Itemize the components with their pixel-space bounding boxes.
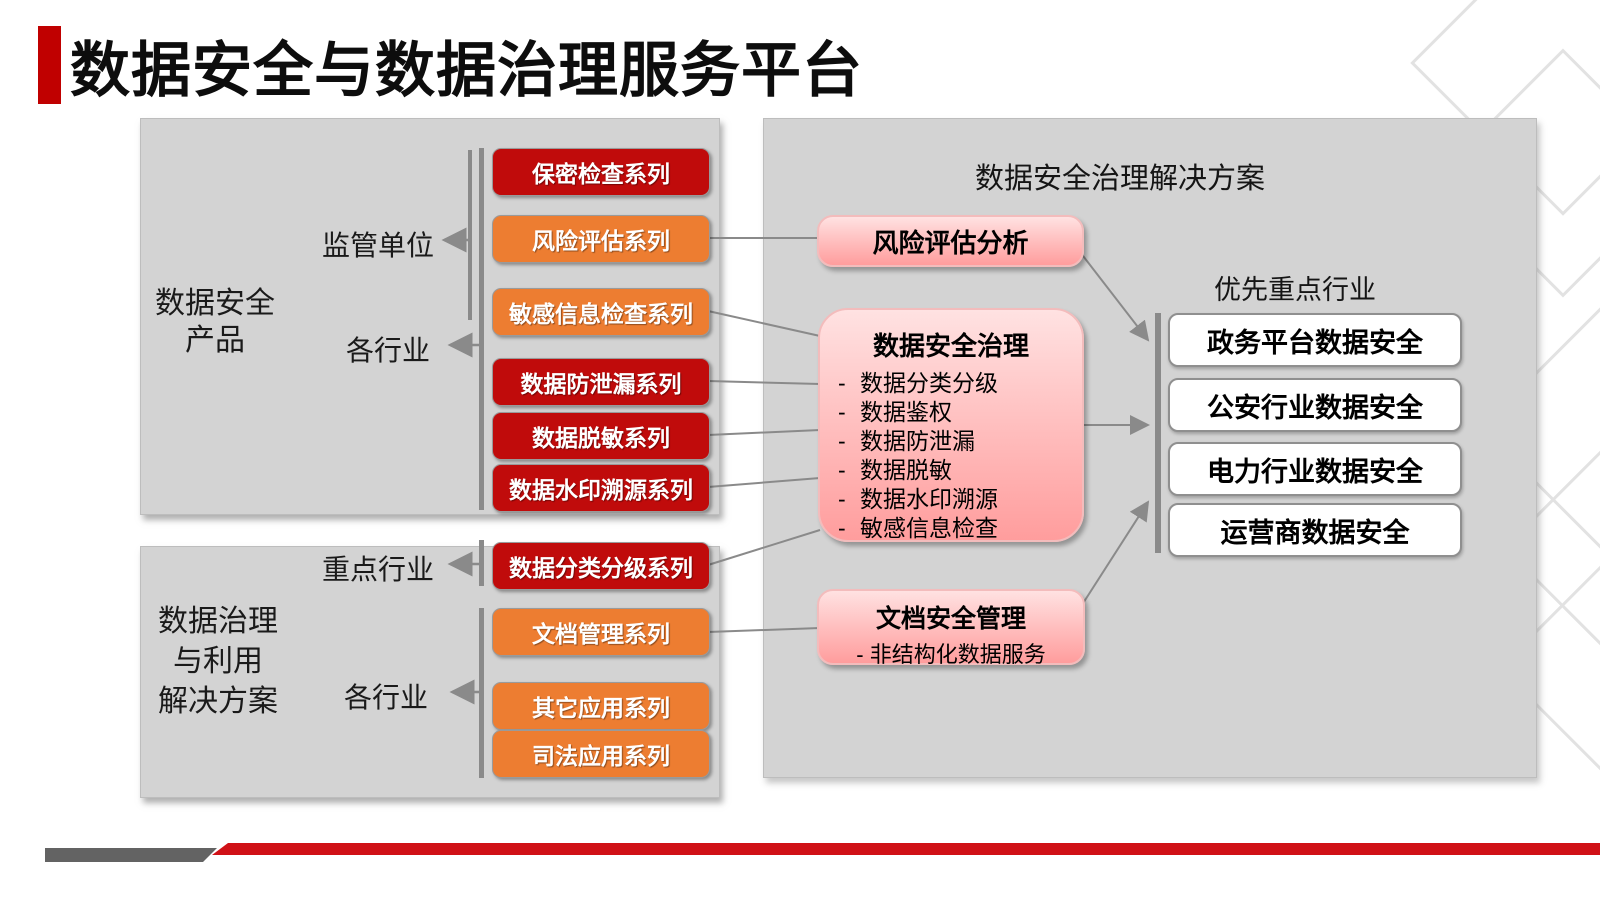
series-button-fengxian: 风险评估系列 [492, 215, 710, 263]
bullet: - [838, 457, 846, 483]
list-item: -数据分类分级 [838, 369, 1082, 398]
bullet: - [838, 428, 846, 454]
bracket-bar-security-all [479, 148, 484, 510]
tag-regulators: 监管单位 [322, 230, 435, 261]
data-governance-box-title: 数据安全治理 [872, 331, 1029, 361]
title-accent-bar [38, 26, 61, 104]
series-button-minganxinxi: 敏感信息检查系列 [492, 288, 710, 336]
governance-label-line3: 解决方案 [158, 685, 278, 718]
industry-box-label: 公安行业数据安全 [1207, 392, 1423, 423]
governance-label-line1: 数据治理 [158, 605, 278, 638]
bracket-bar-regulators [468, 150, 472, 320]
list-item: -数据脱敏 [838, 456, 1082, 485]
page-title: 数据安全与数据治理服务平台 [70, 37, 863, 104]
series-button-baomi: 保密检查系列 [492, 148, 710, 196]
bullet: - [838, 370, 846, 396]
tag-industries-upper: 各行业 [346, 335, 431, 366]
series-button-label: 其它应用系列 [532, 695, 670, 721]
list-item: - 非结构化数据服务 [819, 637, 1083, 669]
risk-analysis-box: 风险评估分析 [817, 215, 1084, 267]
industry-box-operator: 运营商数据安全 [1168, 503, 1462, 557]
series-button-label: 司法应用系列 [532, 743, 670, 769]
list-item: -数据防泄漏 [838, 427, 1082, 456]
industry-box-police: 公安行业数据安全 [1168, 378, 1462, 432]
data-governance-list: -数据分类分级 -数据鉴权 -数据防泄漏 -数据脱敏 -数据水印溯源 -敏感信息… [820, 369, 1082, 543]
bullet: - [838, 486, 846, 512]
industry-box-government: 政务平台数据安全 [1168, 313, 1462, 367]
bullet: - [856, 642, 864, 667]
industry-box-power: 电力行业数据安全 [1168, 442, 1462, 496]
bullet: - [838, 515, 846, 541]
series-button-fenleifenji: 数据分类分级系列 [492, 542, 710, 590]
industry-box-label: 运营商数据安全 [1220, 517, 1410, 548]
series-button-label: 文档管理系列 [532, 621, 670, 647]
governance-label-line2: 与利用 [173, 645, 263, 678]
series-button-label: 数据水印溯源系列 [509, 477, 693, 503]
risk-analysis-label: 风险评估分析 [872, 227, 1029, 258]
series-button-shuiyin: 数据水印溯源系列 [492, 464, 710, 512]
list-item-text: 非结构化数据服务 [869, 642, 1046, 667]
series-button-sifa: 司法应用系列 [492, 730, 710, 778]
series-button-wendang: 文档管理系列 [492, 608, 710, 656]
tag-industries-lower: 各行业 [344, 682, 429, 713]
series-button-tuomin: 数据脱敏系列 [492, 412, 710, 460]
list-item: -敏感信息检查 [838, 514, 1082, 543]
bracket-bar-governance-all [479, 608, 484, 778]
industry-box-label: 电力行业数据安全 [1207, 456, 1423, 487]
series-button-label: 敏感信息检查系列 [509, 301, 693, 327]
series-button-qita: 其它应用系列 [492, 682, 710, 730]
data-governance-box: 数据安全治理 -数据分类分级 -数据鉴权 -数据防泄漏 -数据脱敏 -数据水印溯… [818, 308, 1084, 542]
bullet: - [838, 399, 846, 425]
security-products-label: 数据安全 产品 [120, 285, 310, 359]
document-security-box-title: 文档安全管理 [875, 605, 1026, 633]
security-products-label-line1: 数据安全 [155, 287, 275, 320]
footer-gray-stripe [45, 848, 217, 862]
solution-panel-title: 数据安全治理解决方案 [974, 163, 1265, 195]
list-item-text: 数据防泄漏 [860, 428, 975, 454]
series-button-label: 保密检查系列 [532, 161, 670, 187]
governance-label: 数据治理 与利用 解决方案 [118, 602, 318, 722]
industry-box-label: 政务平台数据安全 [1207, 327, 1423, 358]
series-button-fangxielou: 数据防泄漏系列 [492, 358, 710, 406]
series-button-label: 数据分类分级系列 [509, 555, 693, 581]
document-security-box: 文档安全管理 - 非结构化数据服务 [817, 589, 1085, 667]
priority-industries-title: 优先重点行业 [1214, 275, 1376, 305]
bracket-bar-industries [1155, 313, 1161, 553]
list-item-text: 数据分类分级 [860, 370, 998, 396]
list-item: -数据鉴权 [838, 398, 1082, 427]
footer-red-stripe [212, 843, 1600, 855]
list-item: -数据水印溯源 [838, 485, 1082, 514]
list-item-text: 数据鉴权 [860, 399, 952, 425]
series-button-label: 数据防泄漏系列 [520, 371, 682, 397]
tag-key-industries: 重点行业 [322, 554, 435, 585]
security-products-label-line2: 产品 [185, 324, 245, 357]
bracket-bar-key-industries [479, 540, 484, 586]
series-button-label: 风险评估系列 [532, 228, 670, 254]
list-item-text: 数据脱敏 [860, 457, 952, 483]
series-button-label: 数据脱敏系列 [532, 425, 670, 451]
list-item-text: 敏感信息检查 [860, 515, 998, 541]
list-item-text: 数据水印溯源 [860, 486, 998, 512]
